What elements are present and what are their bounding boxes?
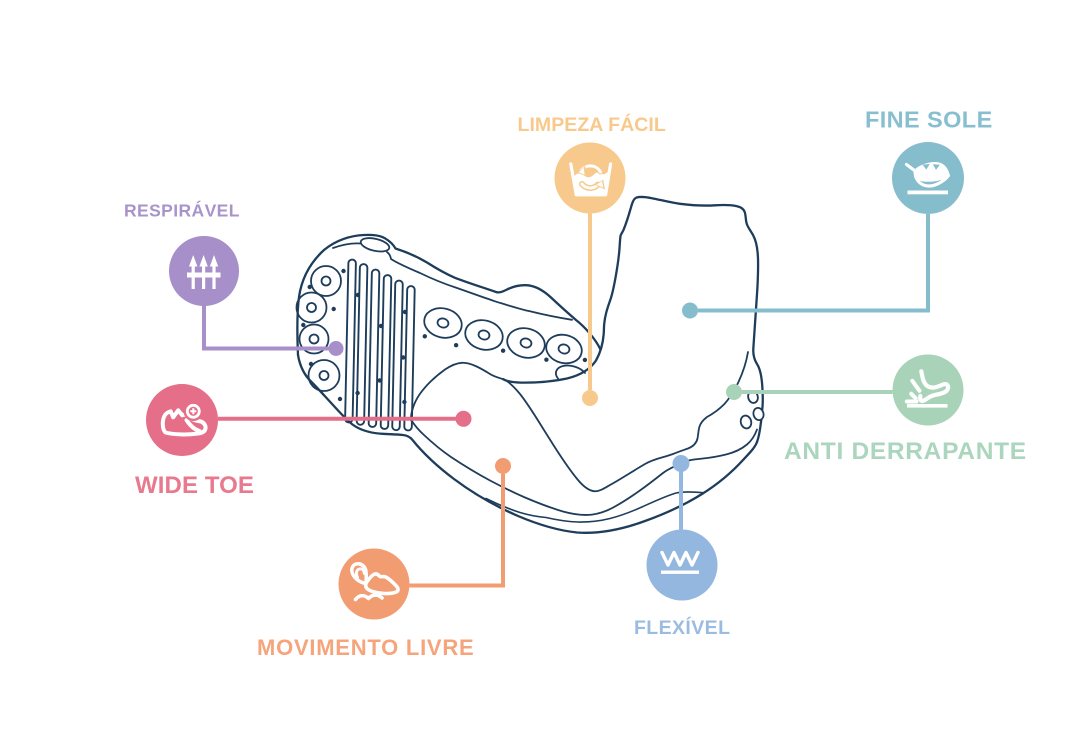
svg-text:FLEXÍVEL: FLEXÍVEL (634, 616, 730, 639)
svg-text:MOVIMENTO LIVRE: MOVIMENTO LIVRE (257, 635, 474, 660)
svg-text:FINE SOLE: FINE SOLE (865, 107, 993, 133)
svg-text:RESPIRÁVEL: RESPIRÁVEL (124, 200, 240, 221)
svg-text:WIDE TOE: WIDE TOE (135, 472, 254, 499)
svg-text:LIMPEZA FÁCIL: LIMPEZA FÁCIL (518, 113, 666, 136)
svg-text:ANTI DERRAPANTE: ANTI DERRAPANTE (784, 438, 1027, 465)
